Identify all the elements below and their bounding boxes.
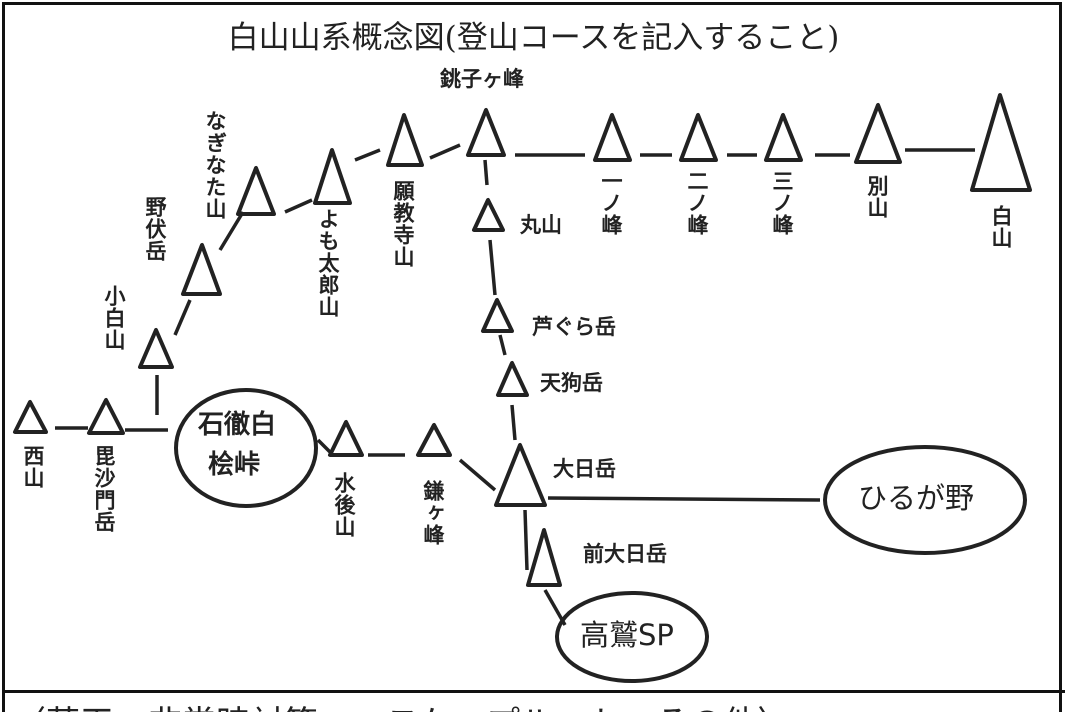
peak-icon-tengu: [496, 361, 529, 397]
peak-label-yomotaro: よも太郎山: [316, 208, 341, 318]
peak-label-choshigamine: 銚子ヶ峰: [440, 67, 524, 91]
peak-label-tengu: 天狗岳: [540, 371, 603, 395]
peak-label-ichinomine: 一ノ峰: [599, 170, 624, 236]
peak-label-mizushiri: 水後山: [332, 472, 357, 538]
place-label-itoshiro-line2: 桧峠: [208, 450, 261, 480]
peak-icon-choshigamine: [466, 108, 506, 157]
place-ellipse-takasu: [555, 591, 709, 683]
peak-icon-ichinomine: [593, 113, 632, 162]
peak-label-maedainichi: 前大日岳: [583, 542, 667, 566]
peak-icon-kamagamine: [416, 423, 452, 457]
peak-icon-nobuse: [181, 243, 222, 296]
place-label-itoshiro-line1: 石徹白: [198, 410, 277, 440]
peak-label-maruyama: 丸山: [520, 213, 562, 237]
section-divider: [2, 690, 1065, 693]
peak-icon-gankyoji: [386, 113, 424, 167]
peak-label-ninomine: 二ノ峰: [685, 170, 710, 236]
peak-label-nobuse: 野伏岳: [143, 196, 168, 262]
peak-label-naginata: なぎなた山: [203, 110, 228, 220]
place-label-hirugano: ひるが野: [858, 481, 975, 515]
notes-heading: 〈荒天・非常時対策、エスケープルート、その他〉: [12, 696, 791, 712]
place-ellipse-itoshiro: [174, 388, 318, 508]
peak-icon-maedainichi: [526, 528, 562, 587]
peak-label-dainichi: 大日岳: [553, 457, 616, 481]
peak-icon-mizushiri: [328, 420, 364, 457]
peak-icon-ninomine: [679, 113, 718, 162]
place-ellipse-hirugano: [823, 445, 1027, 555]
peak-label-nishiyama: 西山: [21, 445, 46, 489]
peak-label-bishamon: 毘沙門岳: [92, 445, 117, 533]
peak-icon-ashigura: [481, 298, 514, 333]
peak-icon-bessan: [854, 103, 902, 164]
peak-label-gankyoji: 願教寺山: [391, 180, 416, 268]
peak-icon-yomotaro: [313, 148, 352, 205]
peak-icon-naginata: [236, 166, 276, 216]
peak-icon-kohakusan: [138, 328, 174, 369]
peak-icon-maruyama: [472, 198, 505, 232]
map-title: 白山山系概念図(登山コースを記入すること): [227, 20, 840, 56]
peak-icon-dainichi: [494, 443, 547, 507]
peak-icon-nishiyama: [13, 400, 48, 434]
peak-label-kamagamine: 鎌ヶ峰: [421, 480, 446, 546]
route-lines: [55, 143, 975, 626]
place-label-takasu: 高鷲SP: [580, 618, 674, 652]
peak-icon-hakusan: [970, 93, 1032, 192]
peak-icon-bishamon: [87, 398, 125, 435]
peak-label-sannomine: 三ノ峰: [770, 170, 795, 236]
peak-label-bessan: 別山: [865, 175, 890, 219]
peak-markers: [13, 93, 1032, 587]
peak-label-hakusan: 白山: [989, 205, 1014, 249]
peak-label-ashigura: 芦ぐら岳: [532, 315, 616, 339]
peak-label-kohakusan: 小白山: [102, 285, 127, 351]
peak-icon-sannomine: [764, 113, 803, 162]
